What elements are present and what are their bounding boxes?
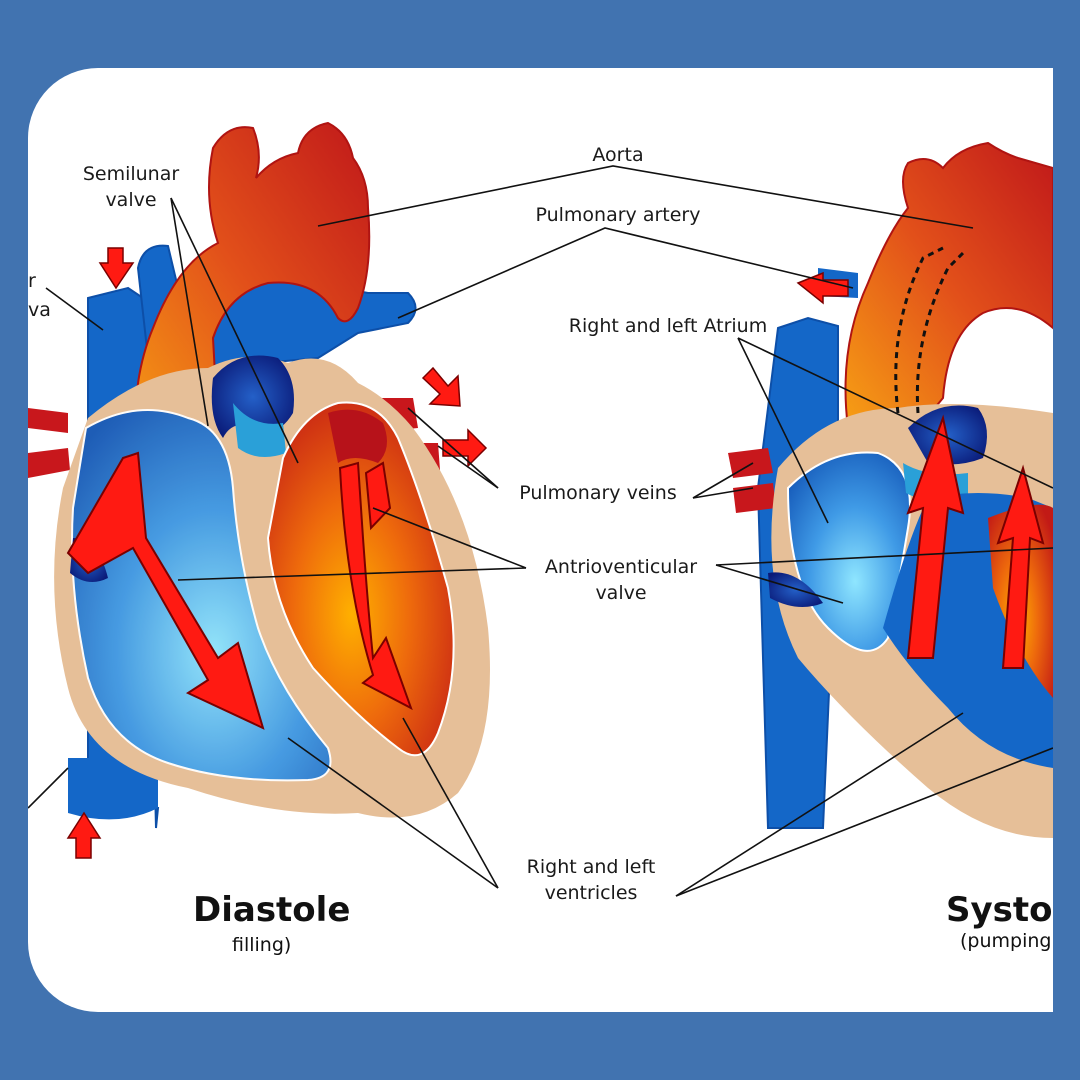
label-antrioventicular-valve: Antrioventicular valve [544,556,698,604]
systole-title: Systol [946,890,1053,930]
label-cut-left-lower: va [28,299,51,321]
systole-subtitle: (pumping [960,930,1052,952]
label-pulmonary-artery: Pulmonary artery [535,204,701,226]
diastole-title: Diastole [193,890,351,930]
systole-heart [728,141,1053,838]
label-pulmonary-veins: Pulmonary veins [519,482,677,504]
diagram-card: Semilunar valve Aorta Pulmonary artery R… [28,68,1053,1012]
diastole-subtitle: filling) [232,934,292,956]
label-semilunar-valve: Semilunar valve [82,163,180,211]
label-right-left-ventricles: Right and left ventricles [526,856,656,904]
leader-lines [28,165,1053,897]
label-aorta: Aorta [592,144,644,166]
diastole-heart [28,121,490,859]
label-right-left-atrium: Right and left Atrium [568,315,768,337]
label-cut-left-upper: r [28,270,36,292]
heart-illustration [28,121,1053,897]
